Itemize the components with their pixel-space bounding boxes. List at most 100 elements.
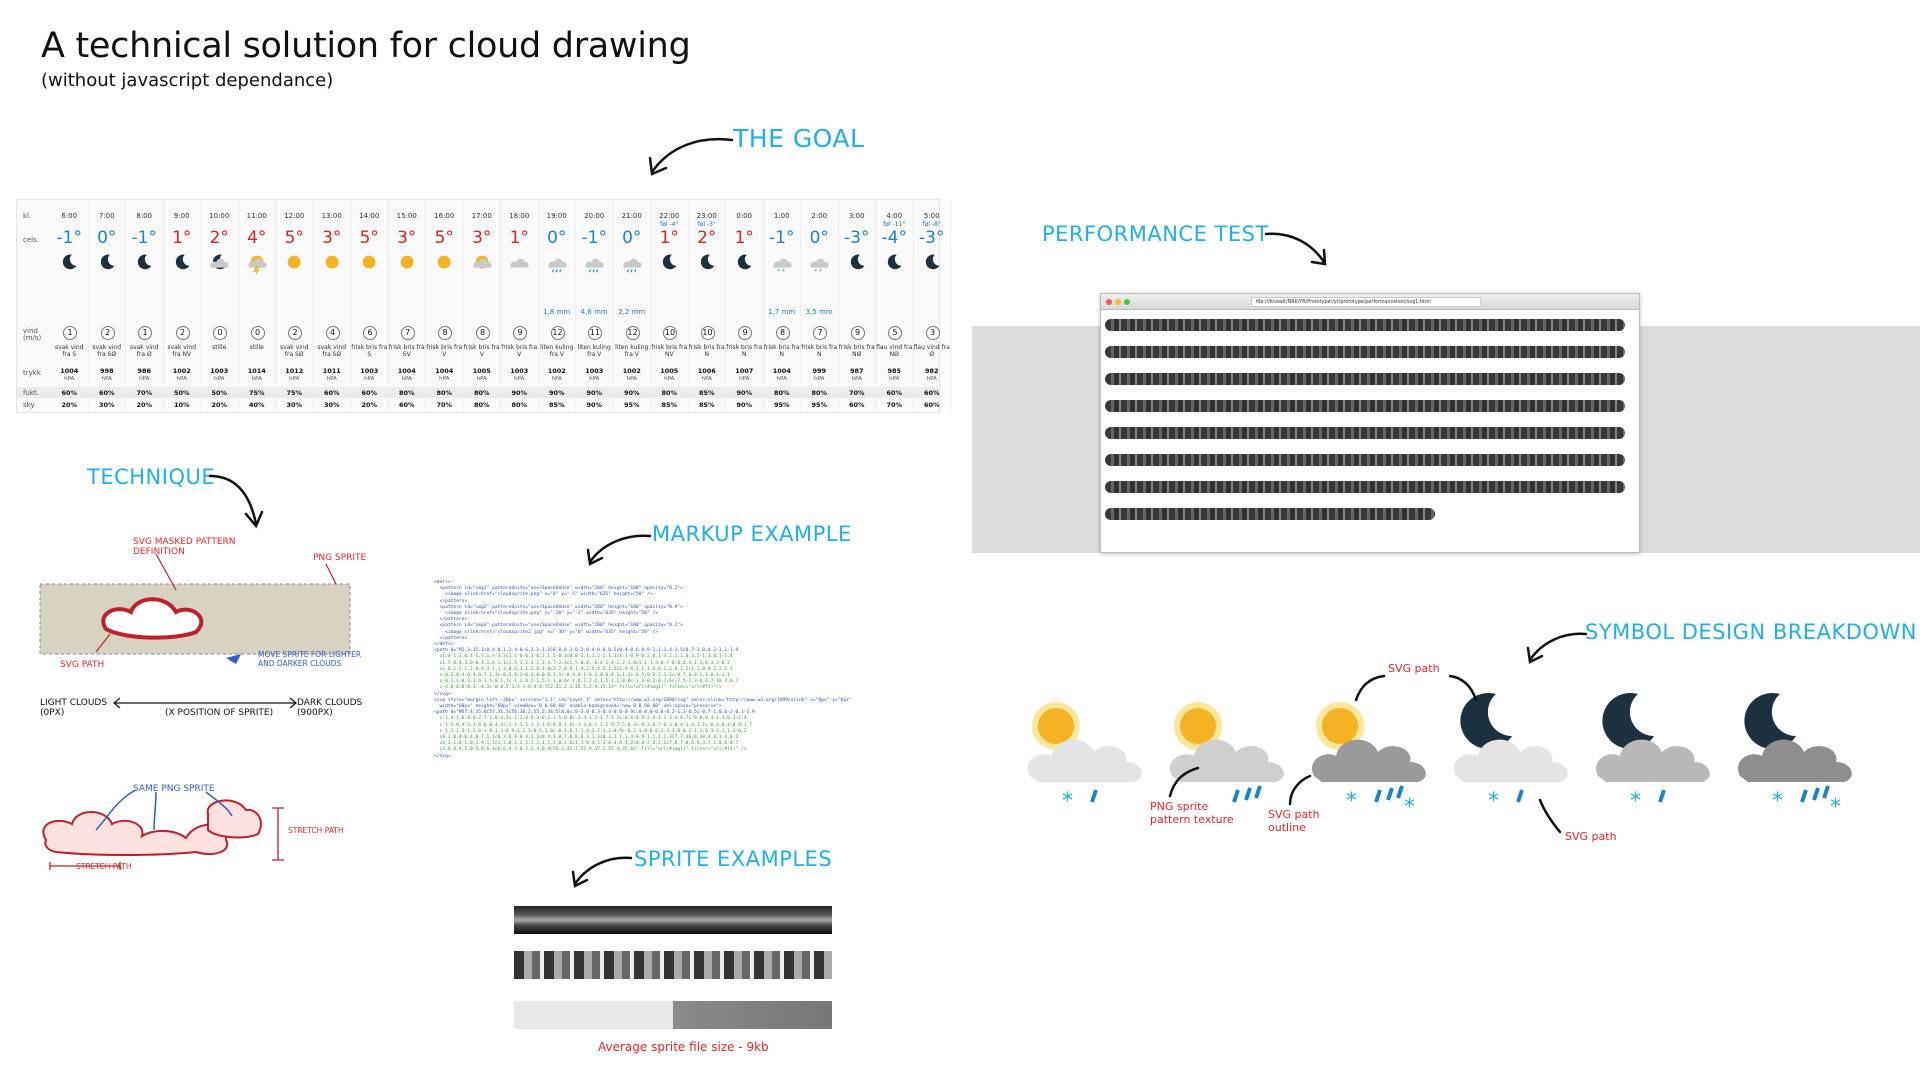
pressure-unit: hPA	[101, 376, 112, 382]
technique-sketch	[39, 553, 351, 664]
pressure-unit: hPA	[476, 376, 487, 382]
forecast-pressure: 1005	[472, 367, 491, 375]
section-symbol-title: SYMBOL DESIGN BREAKDOWN	[1585, 620, 1917, 644]
code-line: </defs>	[434, 642, 454, 648]
cloud-row	[1105, 454, 1625, 466]
forecast-temperature: -1°	[769, 228, 795, 248]
forecast-precipitation: 3,5 mm	[805, 308, 833, 316]
forecast-precipitation: 2,2 mm	[618, 308, 646, 316]
forecast-temperature: 2°	[697, 228, 717, 248]
symbol-callout-arrows	[1168, 766, 1562, 834]
code-line: </pattern>	[434, 635, 468, 641]
wind-speed-badge: 6	[363, 326, 377, 340]
forecast-humidity: 70%	[136, 389, 153, 397]
forecast-temperature: 5°	[359, 228, 379, 248]
pressure-unit: hPA	[626, 376, 637, 382]
address-bar[interactable]: file:///Knowit/NRK/YR/Prototyper/yr/prot…	[1251, 297, 1481, 307]
wind-speed-badge: 3	[925, 326, 940, 340]
wind-description: frisk bris fra V	[501, 344, 538, 358]
sun-icon	[325, 255, 338, 269]
forecast-time: 12:00	[284, 212, 305, 220]
stretch-path-label-2: STRETCH PATH	[76, 862, 132, 871]
wind-description: liten kuling fra V	[577, 344, 611, 358]
close-dot-icon[interactable]	[1106, 299, 1112, 305]
pressure-unit: hPA	[289, 376, 300, 382]
png-sprite-texture-label: PNG sprite pattern texture	[1150, 800, 1234, 826]
code-line: <pattern id="img1" patternUnits="userSpa…	[434, 586, 683, 592]
forecast-sky: 95%	[811, 401, 828, 409]
forecast-time: 11:00	[246, 212, 267, 220]
moon-icon	[887, 254, 902, 270]
forecast-temperature: 3°	[397, 228, 417, 248]
wind-description: svak vind fra Ø	[129, 344, 159, 358]
section-markup-title: MARKUP EXAMPLE	[652, 522, 852, 546]
browser-window: file:///Knowit/NRK/YR/Prototyper/yr/prot…	[1100, 293, 1640, 553]
code-line: <defs>	[434, 580, 451, 585]
forecast-pressure: 1007	[735, 367, 754, 375]
sprite-example-3	[514, 1001, 832, 1029]
forecast-humidity: 80%	[398, 389, 415, 397]
wind-description: frisk bris fra NØ	[838, 344, 875, 358]
svg-text:*: *	[1404, 795, 1415, 810]
code-line: c1.5-0.4,3.0-0.3,1.6-1.1c1.5-1.2,3-1.2,4…	[434, 660, 730, 666]
forecast-temperature: 0°	[97, 228, 117, 248]
code-line: c-4.0-0.0-0.3,-0.3c-0.0,5-3.5-1-0.4-0.7C…	[434, 685, 722, 691]
pressure-unit: hPA	[401, 376, 412, 382]
minimize-dot-icon[interactable]	[1115, 299, 1121, 305]
forecast-humidity: 60%	[61, 389, 78, 397]
forecast-temperature: 1°	[172, 228, 192, 248]
forecast-pressure: 1002	[547, 367, 566, 375]
forecast-temperature: 0°	[547, 228, 567, 248]
forecast-temperature: 4°	[247, 228, 267, 248]
section-performance-title: PERFORMANCE TEST	[1042, 222, 1269, 246]
forecast-pressure: 1003	[210, 367, 229, 375]
forecast-humidity: 50%	[173, 389, 190, 397]
maximize-dot-icon[interactable]	[1124, 299, 1130, 305]
wind-speed-badge: 8	[438, 326, 452, 340]
forecast-sky: 30%	[323, 401, 340, 409]
browser-toolbar: file:///Knowit/NRK/YR/Prototyper/yr/prot…	[1101, 294, 1639, 310]
forecast-humidity: 80%	[436, 389, 453, 397]
code-line: c-0.1,1-0.3,1.6-1.5,0.1,7c-1.2,0.2-1.5,1…	[434, 679, 739, 685]
code-line: <image xlink:href="cloudsprite2.jpg" x="…	[434, 629, 659, 635]
moon-icon	[850, 254, 864, 270]
svg-path-top-label: SVG path	[1388, 662, 1440, 675]
forecast-time: 3:00	[848, 212, 865, 220]
code-line: c0,1,1,0,1,0,1.9,1,1c1,2,0,1,2,1,1,2,1,1…	[434, 741, 739, 747]
light-clouds-label: LIGHT CLOUDS (0PX)	[40, 698, 108, 718]
forecast-temperature: 0°	[622, 228, 642, 248]
sun-cloud-icon	[472, 255, 492, 269]
forecast-humidity: 60%	[98, 389, 115, 397]
wind-description: stille	[249, 344, 264, 351]
wind-speed-badge: 1	[138, 326, 152, 340]
moon-icon	[62, 254, 77, 270]
sprite-example-2	[514, 951, 832, 979]
moon-icon	[137, 254, 152, 270]
row-label-time: kl.	[23, 212, 32, 220]
svg-text:*: *	[1830, 795, 1841, 810]
cloud-row	[1105, 400, 1625, 412]
forecast-time: 23:00	[696, 212, 717, 220]
stretch-path-label: STRETCH PATH	[288, 826, 344, 835]
wind-description: stille	[212, 344, 227, 351]
markup-arrow	[586, 534, 652, 566]
forecast-sky: 95%	[623, 401, 640, 409]
forecast-time: 13:00	[321, 212, 342, 220]
cloud-row	[1105, 373, 1625, 385]
code-line: c-1.1,1.3-1.2,0.c-0.1,3-0.9,1,1.3-0.5,1.…	[434, 728, 747, 734]
forecast-pressure: 1003	[585, 367, 604, 375]
forecast-humidity: 80%	[473, 389, 490, 397]
pressure-unit: hPA	[814, 376, 825, 382]
code-line: </svg>	[434, 753, 451, 759]
forecast-temperature: -1°	[56, 228, 82, 248]
